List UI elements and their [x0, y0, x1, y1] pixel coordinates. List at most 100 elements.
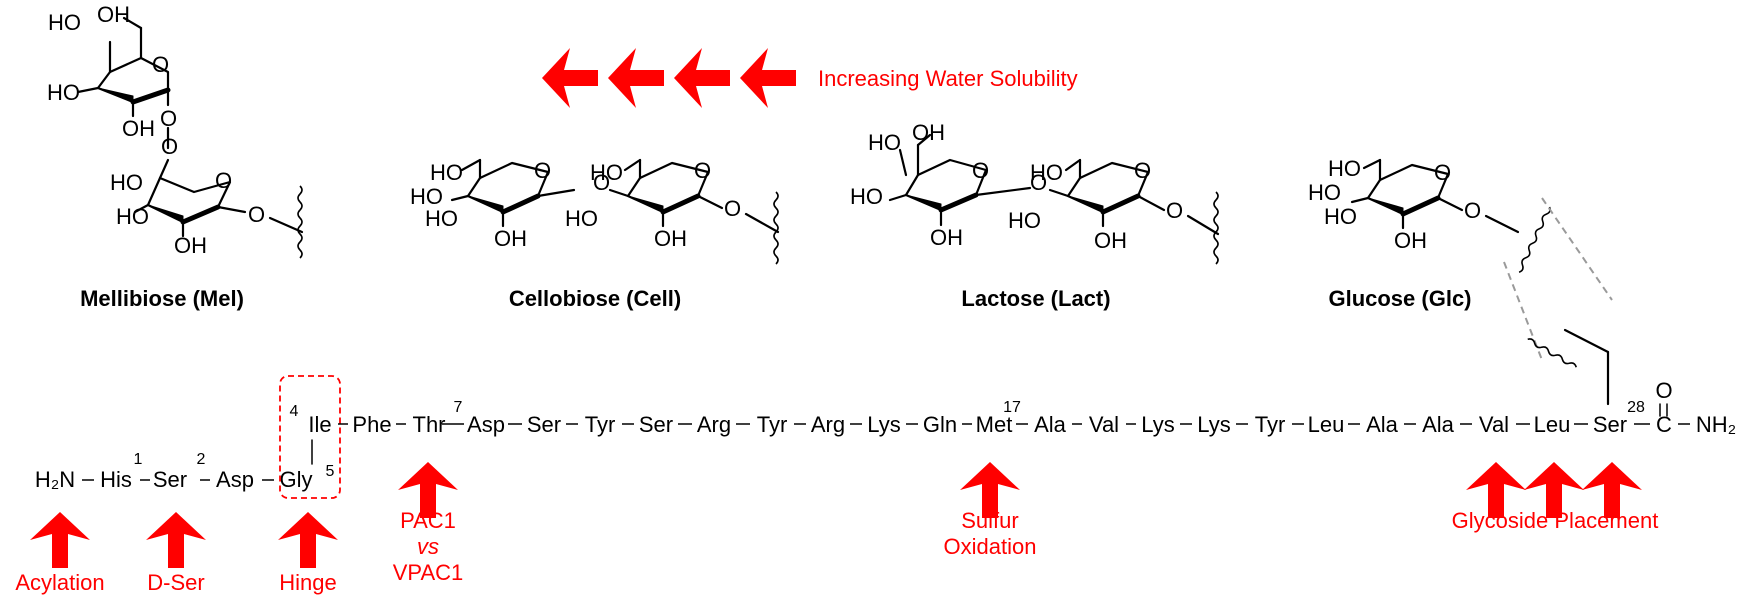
c-terminus: NH₂: [1696, 412, 1736, 437]
hydroxyl-label: HO: [425, 206, 458, 231]
left-arrow-icon: [542, 48, 598, 108]
hydroxyl-label: HO: [590, 160, 623, 185]
ring-oxygen-label: O: [694, 158, 711, 183]
residue-tyr13: Tyr: [757, 412, 788, 437]
ring-oxygen-label: O: [1434, 160, 1451, 185]
hydroxyl-label: HO: [116, 204, 149, 229]
attachment-wavy-bond: [297, 185, 303, 259]
glycosylation-linker: [1503, 197, 1613, 406]
mellibiose-structure: HO OH HO O OH O O HO HO O OH O Mellibios…: [47, 2, 304, 311]
up-arrow-icon: [278, 512, 338, 568]
residue-arg12: Arg: [697, 412, 731, 437]
residue-number: 5: [326, 463, 335, 480]
residue-leu23: Leu: [1308, 412, 1345, 437]
ring-oxygen-label: O: [152, 52, 169, 77]
residue-gln16: Gln: [923, 412, 957, 437]
up-arrow-icon: [30, 512, 90, 568]
c-terminal-carbon: C: [1656, 412, 1672, 437]
hydroxyl-label: HO: [1328, 156, 1361, 181]
hydroxyl-label: HO: [850, 184, 883, 209]
label-pac1: PAC1: [400, 508, 456, 533]
attachment-wavy-bond: [1518, 206, 1551, 273]
n-terminus: H₂N: [35, 467, 75, 492]
label-oxidation: Oxidation: [944, 534, 1037, 559]
peptide-sequence: H₂N His 1 Ser 2 Asp Gly 5 4 Ile Phe Thr …: [35, 375, 1736, 499]
hydroxyl-label: HO: [1324, 204, 1357, 229]
label-acylation: Acylation: [15, 570, 104, 595]
hydroxyl-label: OH: [494, 226, 527, 251]
hydroxyl-label: HO: [1308, 180, 1341, 205]
hydroxyl-label: HO: [48, 10, 81, 35]
ring-oxygen-label: O: [1134, 158, 1151, 183]
hydroxyl-label: OH: [930, 225, 963, 250]
anomeric-oxygen-label: O: [724, 196, 741, 221]
residue-number: 7: [454, 399, 463, 416]
residue-asp8: Asp: [467, 412, 505, 437]
label-hinge: Hinge: [279, 570, 336, 595]
hydroxyl-label: HO: [868, 130, 901, 155]
sugar-name-lactose: Lactose (Lact): [961, 286, 1110, 311]
cellobiose-structure: HO HO HO O OH O HO HO O OH O Cellobiose …: [410, 158, 780, 311]
ring-oxygen-label: O: [160, 106, 177, 131]
residue-ala25: Ala: [1422, 412, 1455, 437]
hydroxyl-label: HO: [47, 80, 80, 105]
residue-ser2: Ser: [153, 467, 187, 492]
sugar-name-cellobiose: Cellobiose (Cell): [509, 286, 681, 311]
residue-arg14: Arg: [811, 412, 845, 437]
residue-lys20: Lys: [1141, 412, 1174, 437]
attachment-wavy-bond: [773, 191, 779, 265]
anomeric-oxygen-label: O: [1464, 198, 1481, 223]
residue-phe6: Phe: [352, 412, 391, 437]
residue-ser28: Ser: [1593, 412, 1627, 437]
residue-number: 2: [197, 451, 206, 468]
residue-lys15: Lys: [867, 412, 900, 437]
hydroxyl-label: HO: [110, 170, 143, 195]
residue-leu27: Leu: [1534, 412, 1571, 437]
residue-ile4: Ile: [308, 412, 331, 437]
residue-number: 28: [1627, 399, 1645, 416]
glucose-structure: HO HO HO O OH O Glucose (Glc): [1308, 156, 1551, 311]
label-dser: D-Ser: [147, 570, 204, 595]
residue-tyr10: Tyr: [585, 412, 616, 437]
hydroxyl-label: HO: [565, 206, 598, 231]
glycosidic-oxygen-label: O: [161, 134, 178, 159]
hydroxyl-label: OH: [912, 120, 945, 145]
attachment-wavy-bond: [1527, 338, 1577, 368]
residue-ser11: Ser: [639, 412, 673, 437]
label-vpac1: VPAC1: [393, 560, 464, 585]
hydroxyl-label: HO: [410, 184, 443, 209]
residue-gly5: Gly: [280, 467, 313, 492]
lactose-structure: HO OH HO O OH O HO HO O OH O Lactose (La…: [850, 120, 1220, 311]
residue-val26: Val: [1479, 412, 1509, 437]
left-arrow-icon: [608, 48, 664, 108]
hydroxyl-label: HO: [1030, 160, 1063, 185]
label-vs: vs: [417, 534, 439, 559]
hydroxyl-label: HO: [1008, 208, 1041, 233]
sugar-name-glucose: Glucose (Glc): [1328, 286, 1471, 311]
residue-number: 1: [134, 451, 143, 468]
residue-his1: His: [100, 467, 132, 492]
carbonyl-oxygen: O: [1655, 378, 1672, 403]
label-sulfur: Sulfur: [961, 508, 1018, 533]
hinge-box: [279, 375, 341, 499]
attachment-wavy-bond: [1213, 191, 1219, 265]
hydroxyl-label: OH: [97, 2, 130, 27]
ring-oxygen-label: O: [972, 158, 989, 183]
sugar-name-mellibiose: Mellibiose (Mel): [80, 286, 244, 311]
hydroxyl-label: OH: [1094, 228, 1127, 253]
residue-ala24: Ala: [1366, 412, 1399, 437]
residue-met17: Met: [976, 412, 1013, 437]
hydroxyl-label: OH: [654, 226, 687, 251]
glycosidic-oxygen-label: O: [1030, 170, 1047, 195]
hydroxyl-label: OH: [1394, 228, 1427, 253]
ring-oxygen-label: O: [215, 168, 232, 193]
label-glycoside-placement: Glycoside Placement: [1452, 508, 1659, 533]
modification-arrows: Acylation D-Ser Hinge PAC1 vs VPAC1 Sulf…: [15, 462, 1658, 595]
residue-number: 4: [290, 403, 299, 420]
anomeric-oxygen-label: O: [1166, 198, 1183, 223]
up-arrow-icon: [146, 512, 206, 568]
left-arrow-icon: [674, 48, 730, 108]
residue-tyr22: Tyr: [1255, 412, 1286, 437]
hydroxyl-label: OH: [122, 116, 155, 141]
